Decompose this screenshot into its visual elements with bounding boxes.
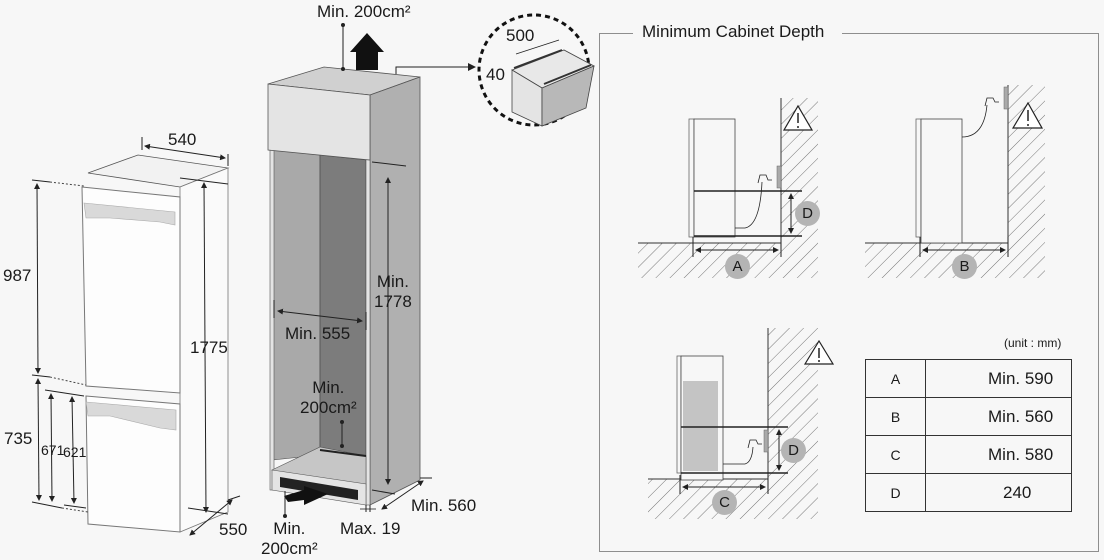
bottom-vent-line1: Min. <box>273 519 306 538</box>
top-vent-label: Min. 200cm² <box>317 2 411 21</box>
row-key: B <box>865 397 926 436</box>
rear-vent-line1: Min. <box>312 378 345 397</box>
panel-border-top-left <box>599 33 633 34</box>
row-value: Min. 560 <box>925 397 1072 436</box>
cabinet-illustration: Min. 200cm² Min. 1778 Min. 555 Min. 200c… <box>260 0 600 560</box>
detail-width-label: 500 <box>506 26 535 45</box>
upper-height-label: 987 <box>3 266 32 285</box>
lower-door-height-label: 671 <box>41 442 65 458</box>
cabinet-drawing <box>267 23 476 518</box>
unit-note: (unit : mm) <box>1004 336 1062 350</box>
fridge-upper-door <box>81 186 181 394</box>
marker-d-1: D <box>795 201 820 226</box>
row-key: A <box>865 359 926 398</box>
marker-a: A <box>725 254 750 279</box>
panel-border-top-right <box>842 33 1098 34</box>
marker-c: C <box>712 490 737 515</box>
inner-height-line2: 1778 <box>374 292 412 311</box>
width-label: 540 <box>168 130 197 149</box>
table-row: D 240 <box>865 473 1072 512</box>
table-row: C Min. 580 <box>865 435 1072 474</box>
cabinet-depth-label: Min. 560 <box>411 496 477 515</box>
panel-title: Minimum Cabinet Depth <box>642 22 825 41</box>
table-row: A Min. 590 <box>865 359 1072 398</box>
top-detail-callout: 500 40 <box>474 8 595 128</box>
min-cabinet-depth-panel <box>599 33 1099 552</box>
row-value: Min. 580 <box>925 435 1072 474</box>
row-value: 240 <box>925 473 1072 512</box>
plinth-gap-label: Max. 19 <box>340 519 401 538</box>
fridge-drawing <box>31 137 241 536</box>
depth-label: 550 <box>219 520 248 539</box>
table-row: B Min. 560 <box>865 397 1072 436</box>
min-depth-table: A Min. 590 B Min. 560 C Min. 580 D 240 <box>865 359 1072 512</box>
fridge-lower-door <box>85 395 181 533</box>
rear-vent-line2: 200cm² <box>300 398 357 417</box>
top-detail-drawing <box>477 13 595 127</box>
detail-depth-label: 40 <box>486 65 505 84</box>
cabinet-front-header <box>267 83 371 161</box>
marker-b: B <box>952 254 977 279</box>
total-height-label: 1775 <box>190 338 228 357</box>
top-vent-arrow-icon <box>350 33 384 70</box>
lower-door-inner-height-label: 621 <box>63 444 87 460</box>
lower-height-label: 735 <box>4 429 33 448</box>
row-key: C <box>865 435 926 474</box>
row-value: Min. 590 <box>925 359 1072 398</box>
inner-width-label: Min. 555 <box>285 324 351 343</box>
inner-height-label: Min. 1778 <box>374 272 412 312</box>
rear-vent-label: Min. 200cm² <box>300 378 357 418</box>
fridge-illustration: 540 987 1775 735 671 621 550 <box>0 0 260 560</box>
bottom-vent-label: Min. 200cm² <box>261 519 318 559</box>
marker-d-2: D <box>781 438 806 463</box>
inner-height-line1: Min. <box>376 272 409 291</box>
row-key: D <box>865 473 926 512</box>
bottom-vent-line2: 200cm² <box>261 539 318 558</box>
bottom-vent-arrow-icon <box>284 486 328 505</box>
